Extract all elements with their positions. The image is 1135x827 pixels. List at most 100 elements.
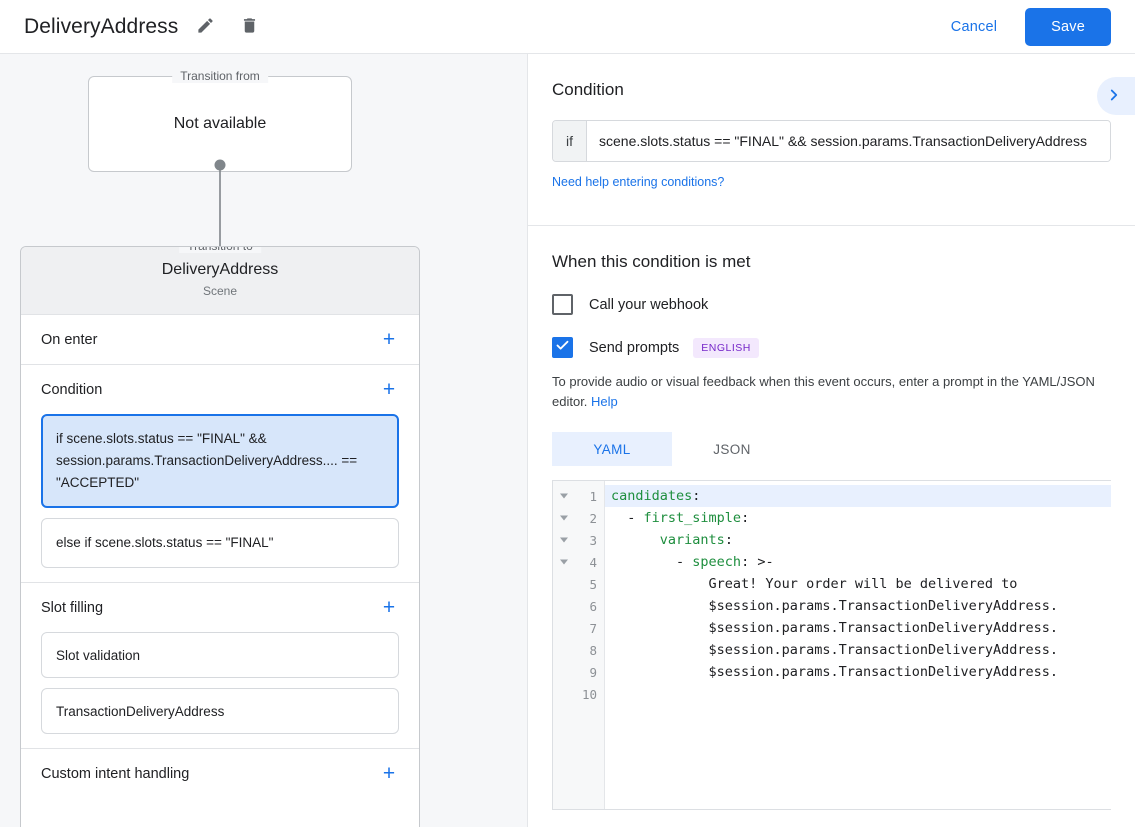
slot-filling-title: Slot filling	[41, 599, 104, 616]
code-line: $session.params.TransactionDeliveryAddre…	[611, 664, 1059, 680]
line-number: 6	[589, 598, 597, 614]
condition-list-item[interactable]: else if scene.slots.status == "FINAL"	[41, 518, 399, 568]
top-app-bar: DeliveryAddress Cancel Save	[0, 0, 1135, 54]
add-on-enter-button[interactable]: +	[376, 327, 402, 353]
save-button[interactable]: Save	[1025, 7, 1111, 46]
fold-triangle-icon[interactable]	[560, 559, 568, 565]
code-editor[interactable]: 1 2 3 4 5 6 7 8 9 10 candidates: - first_simple: …	[552, 480, 1111, 810]
fold-triangle-icon[interactable]	[560, 493, 568, 499]
transition-to-legend: Transition to	[179, 247, 261, 253]
scene-type: Scene	[202, 284, 238, 298]
main-body: Transition from Not available Transition…	[0, 54, 1135, 827]
code-line: - speech: >-	[611, 554, 774, 570]
condition-block: Condition if Need help entering conditio…	[528, 54, 1135, 213]
section-custom-intent: Custom intent handling +	[21, 749, 419, 798]
gutter-line-7: 7	[553, 617, 604, 639]
line-number: 5	[589, 576, 597, 592]
condition-list-item[interactable]: if scene.slots.status == "FINAL" && sess…	[41, 414, 399, 508]
code-line: $session.params.TransactionDeliveryAddre…	[611, 598, 1059, 614]
condition-detail-panel: Condition if Need help entering conditio…	[528, 54, 1135, 827]
section-condition: Condition + if scene.slots.status == "FI…	[21, 365, 419, 583]
slot-filling-header: Slot filling +	[41, 583, 399, 632]
call-webhook-label: Call your webhook	[589, 296, 709, 313]
gutter-line-3: 3	[553, 529, 604, 551]
delete-button[interactable]	[232, 10, 266, 44]
fold-triangle-icon[interactable]	[560, 515, 568, 521]
send-prompts-label: Send prompts	[589, 339, 680, 356]
line-number: 1	[589, 488, 597, 504]
transition-from-legend: Transition from	[172, 69, 268, 83]
custom-intent-header: Custom intent handling +	[41, 749, 399, 798]
prompt-help-link[interactable]: Help	[591, 394, 618, 409]
gutter-line-1: 1	[553, 485, 604, 507]
call-webhook-checkbox[interactable]	[552, 294, 573, 315]
condition-list: if scene.slots.status == "FINAL" && sess…	[41, 414, 399, 582]
expand-panel-button[interactable]	[1097, 77, 1135, 115]
pencil-icon	[196, 16, 215, 38]
prompt-description: To provide audio or visual feedback when…	[552, 372, 1111, 412]
line-number: 4	[589, 554, 597, 570]
if-prefix-label: if	[553, 121, 587, 161]
line-number: 8	[589, 642, 597, 658]
code-line: variants:	[659, 532, 733, 548]
code-line: candidates:	[605, 485, 1111, 507]
cancel-button[interactable]: Cancel	[937, 10, 1011, 44]
line-number: 2	[589, 510, 597, 526]
scene-header[interactable]: DeliveryAddress Scene	[21, 247, 419, 315]
code-line: Great! Your order will be delivered to	[611, 576, 1018, 592]
gutter-line-6: 6	[553, 595, 604, 617]
custom-intent-title: Custom intent handling	[41, 765, 190, 782]
trash-icon	[240, 16, 259, 38]
page-title: DeliveryAddress	[24, 14, 179, 38]
slot-list-item[interactable]: Slot validation	[41, 632, 399, 678]
gutter-line-4: 4	[553, 551, 604, 573]
section-slot-filling: Slot filling + Slot validation Transacti…	[21, 583, 419, 749]
add-slot-filling-button[interactable]: +	[376, 595, 402, 621]
transition-to-card: Transition to DeliveryAddress Scene On e…	[20, 246, 420, 827]
code-line: $session.params.TransactionDeliveryAddre…	[611, 642, 1059, 658]
gutter-line-9: 9	[553, 661, 604, 683]
condition-help-link[interactable]: Need help entering conditions?	[552, 175, 725, 189]
transition-from-value: Not available	[173, 115, 267, 132]
condition-expression-row: if	[552, 120, 1111, 162]
gutter-line-10: 10	[553, 683, 604, 705]
line-number: 7	[589, 620, 597, 636]
editor-gutter: 1 2 3 4 5 6 7 8 9 10	[553, 481, 605, 809]
slot-filling-list: Slot validation TransactionDeliveryAddre…	[41, 632, 399, 748]
gutter-line-2: 2	[553, 507, 604, 529]
when-met-title: When this condition is met	[552, 252, 751, 271]
fold-triangle-icon[interactable]	[560, 537, 568, 543]
language-badge: ENGLISH	[693, 337, 759, 358]
line-number: 10	[581, 686, 597, 702]
when-condition-met-block: When this condition is met Call your web…	[528, 226, 1135, 810]
tab-json[interactable]: JSON	[672, 432, 792, 466]
add-custom-intent-button[interactable]: +	[376, 761, 402, 787]
tab-yaml[interactable]: YAML	[552, 432, 672, 466]
condition-title: Condition	[41, 381, 103, 398]
condition-expression-input[interactable]	[587, 121, 1110, 161]
prompt-description-text: To provide audio or visual feedback when…	[552, 374, 1095, 409]
on-enter-header: On enter +	[41, 315, 399, 364]
condition-panel-title: Condition	[552, 80, 624, 99]
slot-list-item[interactable]: TransactionDeliveryAddress	[41, 688, 399, 734]
check-icon	[555, 338, 570, 358]
chevron-right-icon	[1105, 86, 1123, 107]
on-enter-title: On enter	[41, 331, 98, 348]
section-divider	[528, 225, 1135, 226]
code-line: - first_simple:	[611, 510, 750, 526]
send-prompts-checkbox[interactable]	[552, 337, 573, 358]
scene-flow-panel: Transition from Not available Transition…	[0, 54, 528, 827]
editor-format-tabs: YAML JSON	[552, 432, 1111, 466]
code-line	[605, 683, 1111, 705]
edit-title-button[interactable]	[188, 10, 222, 44]
add-condition-button[interactable]: +	[376, 377, 402, 403]
gutter-line-8: 8	[553, 639, 604, 661]
line-number: 9	[589, 664, 597, 680]
send-prompts-row: Send prompts ENGLISH	[552, 337, 1111, 358]
transition-from-card[interactable]: Transition from Not available	[88, 69, 352, 172]
section-on-enter: On enter +	[21, 315, 419, 365]
line-number: 3	[589, 532, 597, 548]
scene-name: DeliveryAddress	[161, 261, 279, 278]
gutter-line-5: 5	[553, 573, 604, 595]
editor-code-area[interactable]: candidates: - first_simple: variants: - …	[605, 481, 1111, 809]
